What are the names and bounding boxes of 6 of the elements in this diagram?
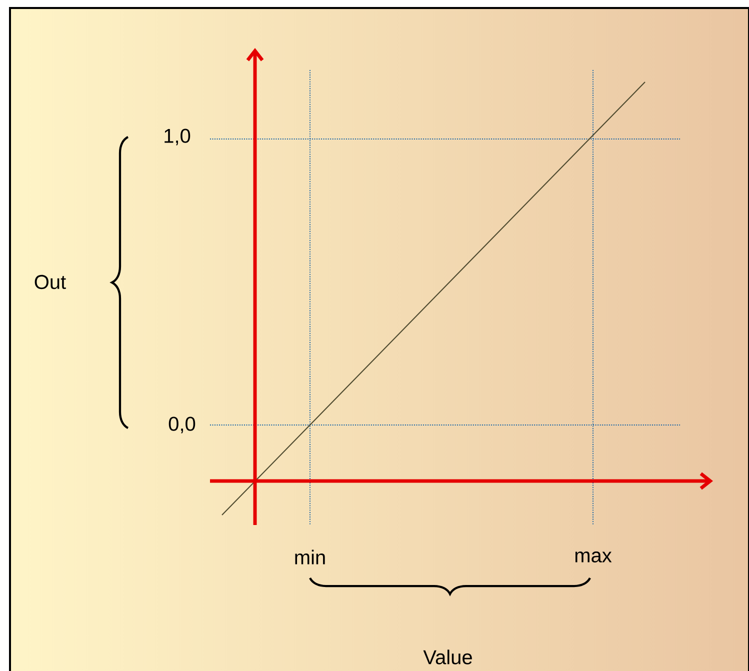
axis-label: Out: [34, 274, 66, 290]
tick-label: min: [295, 550, 325, 564]
tick-label: 0,0: [168, 416, 196, 434]
tick-label: max: [575, 552, 612, 562]
axis-label: Value: [423, 650, 472, 664]
tick-label: 1,0: [164, 128, 190, 146]
